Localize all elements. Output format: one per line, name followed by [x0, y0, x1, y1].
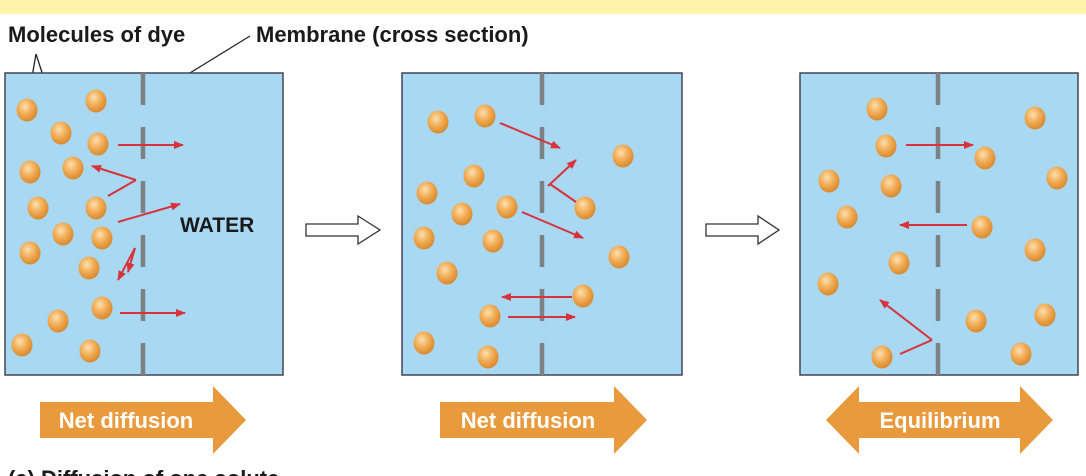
dye-molecule [413, 331, 435, 355]
dye-molecule [79, 339, 101, 363]
dye-molecule [78, 256, 100, 280]
dye-molecule [62, 156, 84, 180]
step-arrow-1 [305, 214, 382, 246]
dye-molecule [1034, 303, 1056, 327]
dye-molecule [427, 110, 449, 134]
step-arrow-2 [705, 214, 781, 246]
result-arrow-2: Net diffusion [440, 386, 647, 454]
dye-molecule [413, 226, 435, 250]
dye-molecule [971, 215, 993, 239]
dye-molecule [477, 345, 499, 369]
dye-molecule [416, 181, 438, 205]
caption: (a) Diffusion of one solute [8, 466, 279, 476]
result-label-1: Net diffusion [59, 408, 193, 433]
motion-line [899, 339, 933, 355]
dye-molecule [1024, 106, 1046, 130]
dye-molecule [27, 196, 49, 220]
dye-molecule [871, 345, 893, 369]
motion-arrow [126, 247, 136, 273]
dye-molecule [1010, 342, 1032, 366]
dye-molecule [50, 121, 72, 145]
dye-molecule [482, 229, 504, 253]
dye-molecule [85, 196, 107, 220]
dye-molecule [436, 261, 458, 285]
dye-molecule [474, 104, 496, 128]
membrane-label: Membrane (cross section) [256, 22, 529, 47]
beaker-panel-1 [4, 72, 284, 376]
water-label: WATER [180, 214, 254, 237]
dye-molecule [11, 333, 33, 357]
dye-molecule [451, 202, 473, 226]
dye-molecule [87, 132, 109, 156]
dye-molecule [875, 134, 897, 158]
dye-molecule [1046, 166, 1068, 190]
molecules-label: Molecules of dye [8, 22, 185, 47]
motion-line [549, 183, 577, 203]
beaker-panel-3 [799, 72, 1079, 376]
motion-arrow [499, 122, 561, 149]
motion-arrow [521, 211, 584, 239]
dye-molecule [19, 241, 41, 265]
result-arrow-1: Net diffusion [40, 386, 246, 454]
result-arrow-3: Equilibrium [826, 386, 1053, 454]
dye-molecule [612, 144, 634, 168]
top-banner [0, 0, 1086, 14]
dye-molecule [965, 309, 987, 333]
dye-molecule [1024, 238, 1046, 262]
dye-molecule [574, 196, 596, 220]
dye-molecule [463, 164, 485, 188]
dye-molecule [974, 146, 996, 170]
dye-molecule [16, 98, 38, 122]
motion-arrow [91, 164, 137, 181]
dye-molecule [52, 222, 74, 246]
dye-molecule [479, 304, 501, 328]
motion-arrow [117, 202, 181, 223]
dye-molecule [866, 97, 888, 121]
dye-molecule [91, 226, 113, 250]
motion-arrow [117, 247, 136, 281]
dye-molecule [496, 195, 518, 219]
dye-molecule [888, 251, 910, 275]
motion-arrow [547, 159, 577, 187]
dye-molecule [836, 205, 858, 229]
dye-molecule [19, 160, 41, 184]
dye-molecule [85, 89, 107, 113]
motion-arrow [879, 299, 933, 341]
result-label-2: Net diffusion [461, 408, 595, 433]
dye-molecule [818, 169, 840, 193]
dye-molecule [572, 284, 594, 308]
beaker-panel-2 [401, 72, 683, 376]
result-label-3: Equilibrium [880, 408, 1001, 433]
dye-molecule [817, 272, 839, 296]
dye-molecule [47, 309, 69, 333]
dye-molecule [608, 245, 630, 269]
dye-molecule [91, 296, 113, 320]
dye-molecule [880, 174, 902, 198]
motion-line [107, 179, 137, 197]
